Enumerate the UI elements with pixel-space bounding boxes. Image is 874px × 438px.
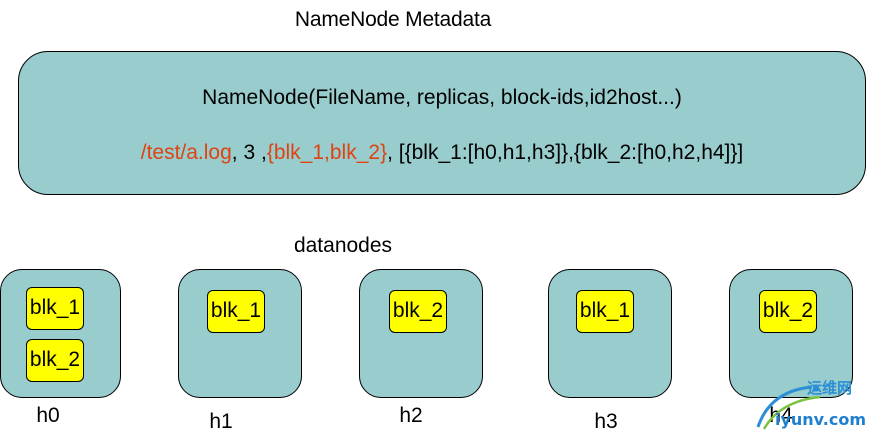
host-label-h2: h2 [399, 404, 423, 427]
block-blk-2: blk_2 [759, 290, 817, 333]
datanode-h4: blk_2 [729, 269, 853, 398]
host-label-h3: h3 [594, 410, 618, 433]
datanodes-label: datanodes [293, 234, 393, 257]
watermark-logo-icon [756, 385, 821, 430]
replica-count: , 3 , [231, 141, 267, 164]
watermark: 运维网 iyunv.com [750, 377, 870, 433]
file-path: /test/a.log [140, 141, 232, 164]
datanode-h3: blk_1 [548, 269, 672, 398]
namenode-header: NameNode(FileName, replicas, block-ids,i… [202, 86, 682, 109]
namenode-metadata-box: NameNode(FileName, replicas, block-ids,i… [18, 51, 866, 195]
watermark-text-top: 运维网 [806, 380, 852, 397]
block-blk-2: blk_2 [389, 290, 447, 333]
namenode-metadata-entry: /test/a.log, 3 ,{blk_1,blk_2}, [{blk_1:[… [19, 141, 865, 165]
host-label-h1: h1 [209, 410, 233, 433]
block-host-mapping: , [{blk_1:[h0,h1,h3]},{blk_2:[h0,h2,h4]}… [387, 141, 744, 164]
block-blk-2: blk_2 [26, 339, 84, 382]
block-blk-1: blk_1 [26, 287, 84, 330]
datanode-h1: blk_1 [178, 269, 302, 398]
watermark-text-bottom: iyunv.com [774, 410, 866, 429]
block-id-list: {blk_1,blk_2} [266, 141, 388, 164]
datanode-h2: blk_2 [359, 269, 483, 398]
diagram-title: NameNode Metadata [294, 8, 492, 31]
datanode-h0: blk_1 blk_2 [0, 269, 121, 398]
host-label-h0: h0 [36, 404, 60, 427]
block-blk-1: blk_1 [576, 290, 634, 333]
host-label-h4: h4 [769, 404, 793, 427]
block-blk-1: blk_1 [207, 290, 265, 333]
